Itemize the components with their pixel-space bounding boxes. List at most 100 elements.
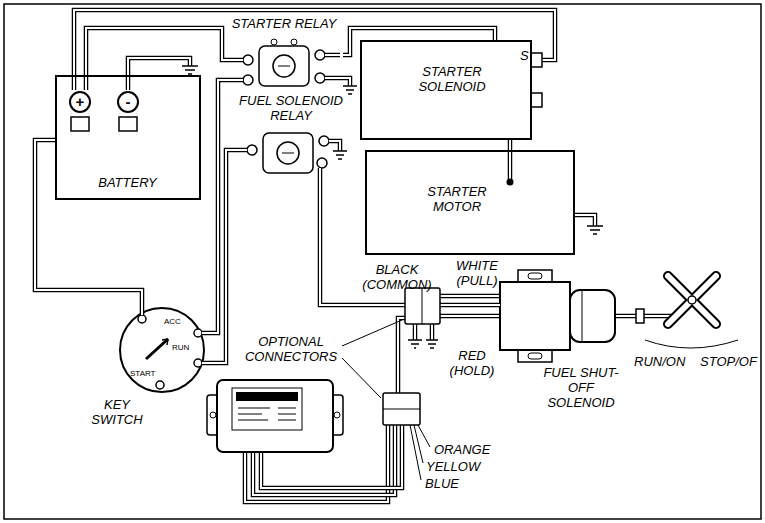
fuel-shutoff-solenoid-symbol <box>490 303 500 308</box>
ground-symbol <box>182 66 198 74</box>
part-name: BATTERY <box>57 175 198 190</box>
connector-block <box>405 288 440 324</box>
starter-relay: STARTER RELAY <box>228 16 343 100</box>
position-label: RUN/ON <box>634 354 685 369</box>
timer-module <box>217 380 333 452</box>
part-name: FUEL SOLENOID RELAY <box>232 93 350 123</box>
fuel-solenoid-relay-symbol <box>232 141 340 185</box>
throttle-lever <box>636 309 644 323</box>
position-label: STOP/OF <box>700 354 757 369</box>
leader-line <box>342 320 430 480</box>
ground-symbol <box>343 86 357 94</box>
key-switch-symbol <box>156 381 164 389</box>
wire <box>210 150 232 363</box>
leader-line <box>342 320 430 480</box>
starter-relay-symbol <box>291 39 297 45</box>
fuel-shutoff-solenoid-symbol <box>528 273 542 279</box>
key-switch-symbol <box>194 329 202 337</box>
fuel-solenoid-relay-symbol <box>232 141 340 185</box>
fuel-shutoff-solenoid: FUEL SHUT-OFF SOLENOID <box>490 270 630 420</box>
key-switch-symbol <box>146 339 168 359</box>
key-switch: ACCRUNSTARTKEY SWITCH <box>80 305 210 430</box>
starter-relay-symbol <box>315 50 325 60</box>
ground-symbol <box>408 340 422 348</box>
wire-label: YELLOW <box>426 459 480 474</box>
fuel-solenoid-relay-symbol <box>319 136 329 146</box>
connector-block <box>383 288 440 425</box>
frame <box>4 4 761 519</box>
wire <box>431 324 433 340</box>
timer-module <box>238 408 296 420</box>
throttle-lever <box>668 276 716 324</box>
wire-label: ORANGE <box>434 442 490 457</box>
fuel-shutoff-solenoid-symbol <box>490 304 500 306</box>
key-switch-symbol <box>142 305 210 363</box>
wire <box>440 294 500 299</box>
wire <box>414 324 416 340</box>
starter-motor-symbol <box>509 152 511 180</box>
starter-relay-symbol <box>228 55 340 80</box>
wire <box>340 78 350 86</box>
fuel-solenoid-relay-symbol <box>333 151 347 159</box>
wire <box>575 215 595 226</box>
key-switch-symbol <box>138 315 146 323</box>
switch-position: RUN <box>172 343 189 353</box>
connector-block <box>383 393 420 425</box>
wire <box>509 140 511 150</box>
fuel-shutoff-solenoid-symbol <box>518 270 552 282</box>
wire <box>440 315 500 317</box>
fuel-shutoff-solenoid-symbol <box>582 290 583 342</box>
wire <box>128 58 190 75</box>
starter-motor-symbol <box>507 179 514 186</box>
timer-module <box>232 388 302 430</box>
wire <box>413 324 418 340</box>
fuel-shutoff-solenoid-symbol <box>528 353 542 359</box>
battery-symbol <box>74 77 128 90</box>
terminal-sign: + <box>69 91 91 113</box>
terminal-sign: - <box>117 91 139 113</box>
connector-block <box>383 409 420 410</box>
wire-label: BLACK (COMMON) <box>362 262 432 292</box>
wire <box>86 28 228 75</box>
wire <box>210 150 232 363</box>
key-switch-symbol <box>80 305 210 430</box>
wire-label: WHITE (PULL) <box>452 258 502 288</box>
starter-relay-symbol <box>243 55 253 65</box>
fuel-shutoff-solenoid-symbol <box>570 290 615 342</box>
part-name: FUEL SHUT-OFF SOLENOID <box>535 365 627 410</box>
connector-block <box>422 288 423 324</box>
fuel-solenoid-relay-symbol <box>317 158 327 168</box>
key-switch-symbol <box>194 359 202 367</box>
starter-solenoid: SSTARTER SOLENOID <box>360 40 532 140</box>
wire <box>86 28 228 75</box>
part-name: KEY SWITCH <box>86 397 148 427</box>
wire <box>398 318 405 393</box>
key-switch-symbol <box>142 305 210 363</box>
fuel-shutoff-solenoid-symbol <box>500 282 570 350</box>
fuel-solenoid-relay-symbol <box>247 145 257 155</box>
starter-motor: STARTER MOTOR <box>365 150 575 255</box>
throttle-lever <box>636 276 738 348</box>
timer-module <box>334 412 340 418</box>
part-name: STARTER RELAY <box>228 16 340 31</box>
starter-relay-symbol <box>278 66 290 67</box>
battery: + - BATTERY <box>55 75 201 200</box>
fuel-solenoid-relay: FUEL SOLENOID RELAY <box>232 93 353 185</box>
wire <box>510 140 511 150</box>
timer-module <box>207 380 343 452</box>
wire <box>440 295 500 297</box>
wire <box>128 58 190 75</box>
battery-symbol <box>71 117 89 131</box>
wire <box>340 78 350 86</box>
wire <box>210 150 232 363</box>
wire-label: BLUE <box>425 476 459 491</box>
fuel-shutoff-solenoid-symbol <box>518 350 552 362</box>
battery-symbol <box>74 77 128 90</box>
ground-symbol <box>426 340 438 348</box>
wire <box>575 215 595 226</box>
terminal-name: S <box>520 48 529 63</box>
switch-position: ACC <box>164 317 181 327</box>
key-switch-symbol <box>120 308 204 392</box>
starter-relay-symbol <box>228 55 340 80</box>
